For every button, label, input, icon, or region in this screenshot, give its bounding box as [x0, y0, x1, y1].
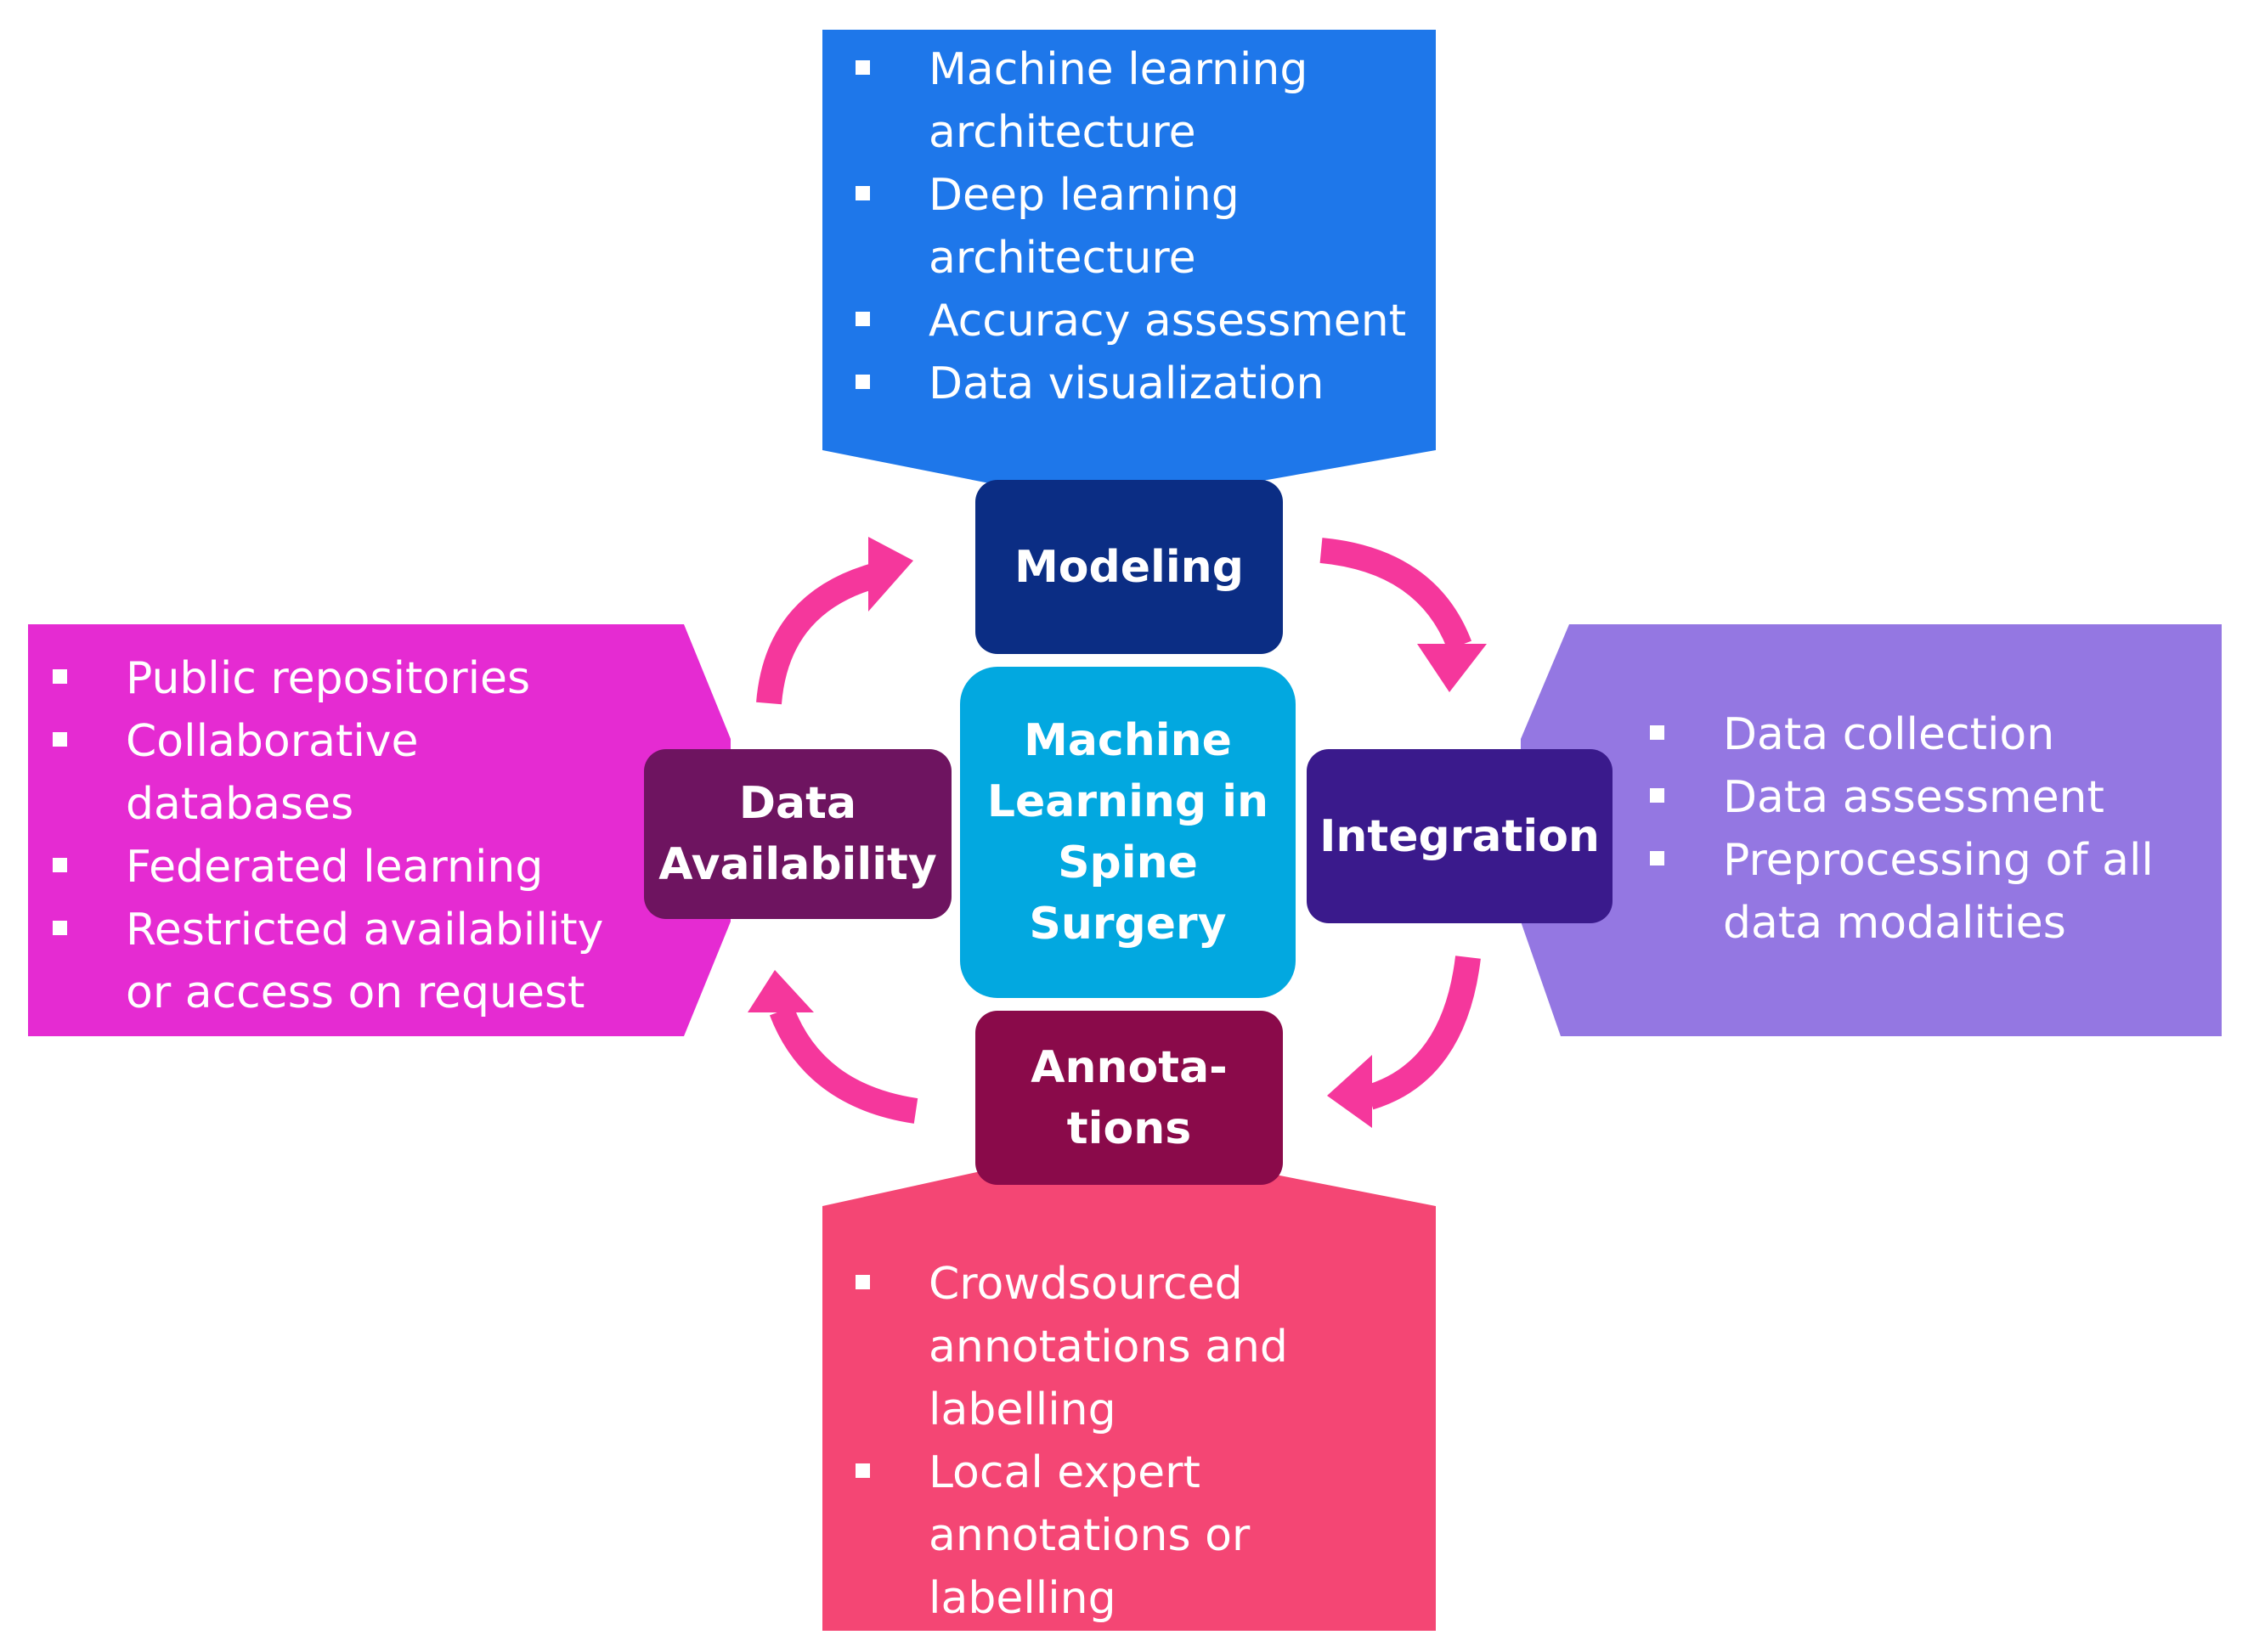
data-availability-item: Restricted availability or access on req…: [34, 899, 629, 1024]
modeling-panel-shape: [822, 30, 1436, 488]
integration-item: Preprocessing of all data modalities: [1631, 829, 2200, 955]
integration-panel-shape: [1521, 624, 2222, 1036]
cycle-arrow-annotations-to-data-availability: [748, 970, 918, 1124]
modeling-list: Machine learning architecture Deep learn…: [837, 38, 1415, 415]
annotations-item: Crowdsourced annotations and labelling: [837, 1253, 1419, 1441]
integration-panel: Data collection Data assessment Preproce…: [1631, 703, 2200, 955]
annotations-panel-shape: [822, 1164, 1436, 1631]
modeling-item: Deep learning architecture: [837, 164, 1415, 290]
annotations-node: Annota- tions: [975, 1011, 1283, 1185]
annotations-panel: Crowdsourced annotations and labelling L…: [837, 1253, 1419, 1630]
data-availability-list: Public repositories Collaborative databa…: [34, 647, 629, 1024]
integration-item: Data collection: [1631, 703, 2200, 766]
modeling-item: Machine learning architecture: [837, 38, 1415, 164]
annotations-list: Crowdsourced annotations and labelling L…: [837, 1253, 1419, 1630]
integration-item: Data assessment: [1631, 766, 2200, 829]
data-availability-item: Federated learning: [34, 836, 629, 899]
integration-node: Integration: [1307, 749, 1613, 923]
modeling-panel: Machine learning architecture Deep learn…: [837, 38, 1415, 415]
modeling-item: Data visualization: [837, 352, 1415, 415]
annotations-item: Local expert annotations or labelling: [837, 1441, 1419, 1630]
data-availability-item: Collaborative databases: [34, 710, 629, 836]
cycle-arrow-modeling-to-integration: [1319, 538, 1487, 692]
integration-list: Data collection Data assessment Preproce…: [1631, 703, 2200, 955]
data-availability-node: Data Availability: [644, 749, 952, 919]
data-availability-panel: Public repositories Collaborative databa…: [34, 647, 629, 1024]
center-node: Machine Learning in Spine Surgery: [960, 667, 1296, 998]
cycle-arrow-integration-to-annotations: [1327, 956, 1481, 1128]
data-availability-panel-shape: [28, 624, 731, 1036]
data-availability-item: Public repositories: [34, 647, 629, 710]
modeling-node: Modeling: [975, 480, 1283, 654]
modeling-item: Accuracy assessment: [837, 290, 1415, 352]
cycle-arrow-data-availability-to-modeling: [756, 537, 913, 705]
